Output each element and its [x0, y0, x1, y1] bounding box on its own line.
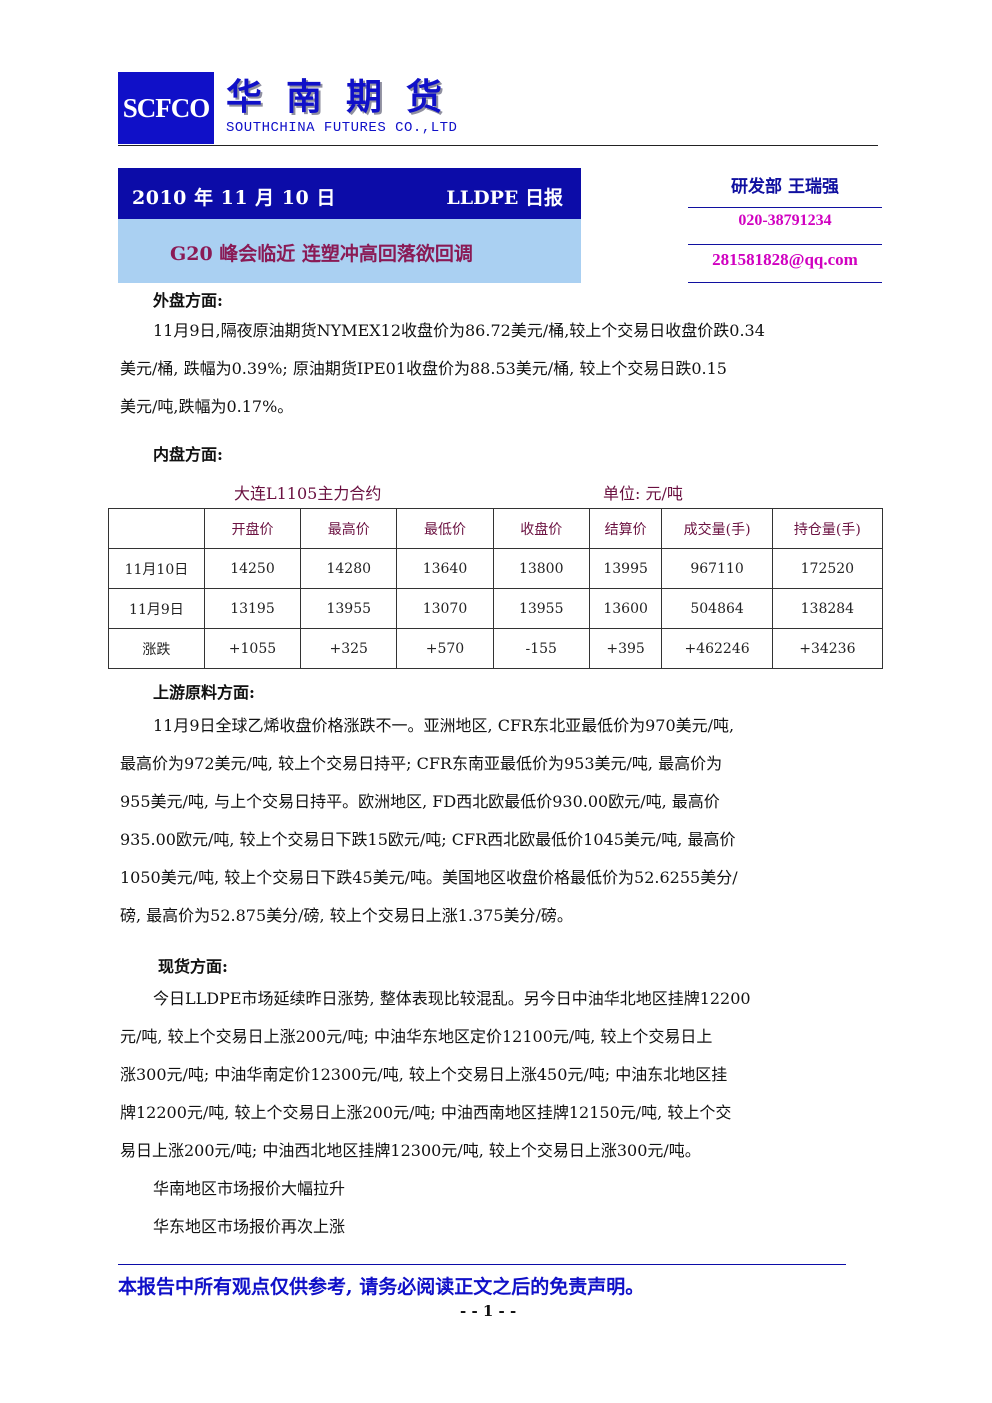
text-line: 华南地区市场报价大幅拉升 [153, 1179, 346, 1198]
table-cell: +462246 [661, 628, 773, 669]
company-logo: SCFCO [118, 72, 214, 144]
contact-divider [688, 244, 882, 245]
table-cell: 11月10日 [108, 548, 205, 589]
text-line: 1050美元/吨, 较上个交易日下跌45美元/吨。美国地区收盘价格最低价为52.… [120, 868, 738, 887]
report-type: LLDPE 日报 [446, 187, 563, 209]
text-line: 11月9日,隔夜原油期货NYMEX12收盘价为86.72美元/桶,较上个交易日收… [153, 321, 765, 340]
text-line: 935.00欧元/吨, 较上个交易日下跌15欧元/吨; CFR西北欧最低价104… [120, 830, 736, 849]
contract-label: 大连L1105主力合约 [234, 484, 382, 503]
table-cell: 504864 [661, 588, 773, 629]
email-link[interactable]: 281581828@qq.com [712, 250, 858, 269]
text-line: 今日LLDPE市场延续昨日涨势, 整体表现比较混乱。另今日中油华北地区挂牌122… [153, 989, 751, 1008]
report-date: 2010 年 11 月 10 日 [132, 187, 336, 209]
table-header-cell: 成交量(手) [661, 508, 773, 549]
table-header-cell: 收盘价 [492, 508, 590, 549]
price-table: 开盘价 最高价 最低价 收盘价 结算价 成交量(手) 持仓量(手) 11月10日… [108, 508, 884, 669]
text-line: 牌12200元/吨, 较上个交易日上涨200元/吨; 中油西南地区挂牌12150… [120, 1103, 732, 1122]
footer-divider [118, 1264, 846, 1265]
table-cell: +325 [300, 628, 398, 669]
report-date-bar: 2010 年 11 月 10 日 LLDPE 日报 [118, 168, 581, 219]
table-header-row: 开盘价 最高价 最低价 收盘价 结算价 成交量(手) 持仓量(手) [108, 508, 884, 549]
external-paragraph: 11月9日,隔夜原油期货NYMEX12收盘价为86.72美元/桶,较上个交易日收… [120, 312, 880, 426]
table-header-cell: 持仓量(手) [771, 508, 884, 549]
headline: G20 峰会临近 连塑冲高回落欲回调 [170, 243, 473, 265]
table-cell: 13640 [396, 548, 494, 589]
company-name-cn: 华南期货 [226, 77, 467, 118]
spot-paragraph: 今日LLDPE市场延续昨日涨势, 整体表现比较混乱。另今日中油华北地区挂牌122… [120, 980, 880, 1246]
text-line: 易日上涨200元/吨; 中油西北地区挂牌12300元/吨, 较上个交易日上涨30… [120, 1141, 701, 1160]
section-heading-upstream: 上游原料方面: [153, 683, 255, 702]
table-row: 11月10日 14250 14280 13640 13800 13995 967… [108, 548, 884, 589]
section-heading-spot: 现货方面: [158, 957, 228, 976]
page-number: - - 1 - - [460, 1302, 517, 1320]
table-cell: 13195 [203, 588, 302, 629]
table-cell: 172520 [771, 548, 884, 589]
table-cell: 14250 [203, 548, 302, 589]
text-line: 美元/桶, 跌幅为0.39%; 原油期货IPE01收盘价为88.53美元/桶, … [120, 359, 727, 378]
header-divider [118, 145, 878, 146]
table-cell: 13600 [588, 588, 663, 629]
table-cell: +570 [396, 628, 494, 669]
table-header-cell: 结算价 [588, 508, 663, 549]
table-cell: 13995 [588, 548, 663, 589]
section-heading-domestic: 内盘方面: [153, 445, 223, 464]
author: 研发部 王瑞强 [731, 177, 839, 197]
text-line: 元/吨, 较上个交易日上涨200元/吨; 中油华东地区定价12100元/吨, 较… [120, 1027, 713, 1046]
table-cell: 11月9日 [108, 588, 205, 629]
table-cell: 13955 [492, 588, 590, 629]
table-row: 11月9日 13195 13955 13070 13955 13600 5048… [108, 588, 884, 629]
table-cell: 13070 [396, 588, 494, 629]
upstream-paragraph: 11月9日全球乙烯收盘价格涨跌不一。亚洲地区, CFR东北亚最低价为970美元/… [120, 707, 880, 935]
text-line: 涨300元/吨; 中油华南定价12300元/吨, 较上个交易日上涨450元/吨;… [120, 1065, 728, 1084]
text-line: 最高价为972美元/吨, 较上个交易日持平; CFR东南亚最低价为953美元/吨… [120, 754, 723, 773]
phone: 020-38791234 [738, 212, 832, 229]
table-cell: +395 [588, 628, 663, 669]
table-header-cell: 开盘价 [203, 508, 302, 549]
text-line: 955美元/吨, 与上个交易日持平。欧洲地区, FD西北欧最低价930.00欧元… [120, 792, 720, 811]
text-line: 磅, 最高价为52.875美分/磅, 较上个交易日上涨1.375美分/磅。 [120, 906, 573, 925]
table-header-cell: 最低价 [396, 508, 494, 549]
table-header-cell [108, 508, 205, 549]
company-name-en: SOUTHCHINA FUTURES CO.,LTD [226, 120, 458, 136]
section-heading-external: 外盘方面: [153, 291, 223, 310]
table-cell: -155 [492, 628, 590, 669]
table-cell: 13955 [300, 588, 398, 629]
table-cell: 138284 [771, 588, 884, 629]
table-cell: 967110 [661, 548, 773, 589]
table-cell: 涨跌 [108, 628, 205, 669]
text-line: 11月9日全球乙烯收盘价格涨跌不一。亚洲地区, CFR东北亚最低价为970美元/… [153, 716, 735, 735]
table-cell: 13800 [492, 548, 590, 589]
table-cell: +34236 [771, 628, 884, 669]
text-line: 美元/吨,跌幅为0.17%。 [120, 397, 294, 416]
table-row: 涨跌 +1055 +325 +570 -155 +395 +462246 +34… [108, 628, 884, 669]
text-line: 华东地区市场报价再次上涨 [153, 1217, 346, 1236]
contact-divider [688, 207, 882, 208]
contact-divider [688, 282, 882, 283]
headline-bar: G20 峰会临近 连塑冲高回落欲回调 [118, 219, 581, 283]
table-cell: 14280 [300, 548, 398, 589]
table-header-cell: 最高价 [300, 508, 398, 549]
unit-label: 单位: 元/吨 [603, 484, 683, 503]
disclaimer: 本报告中所有观点仅供参考, 请务必阅读正文之后的免责声明。 [118, 1276, 645, 1298]
table-cell: +1055 [203, 628, 302, 669]
